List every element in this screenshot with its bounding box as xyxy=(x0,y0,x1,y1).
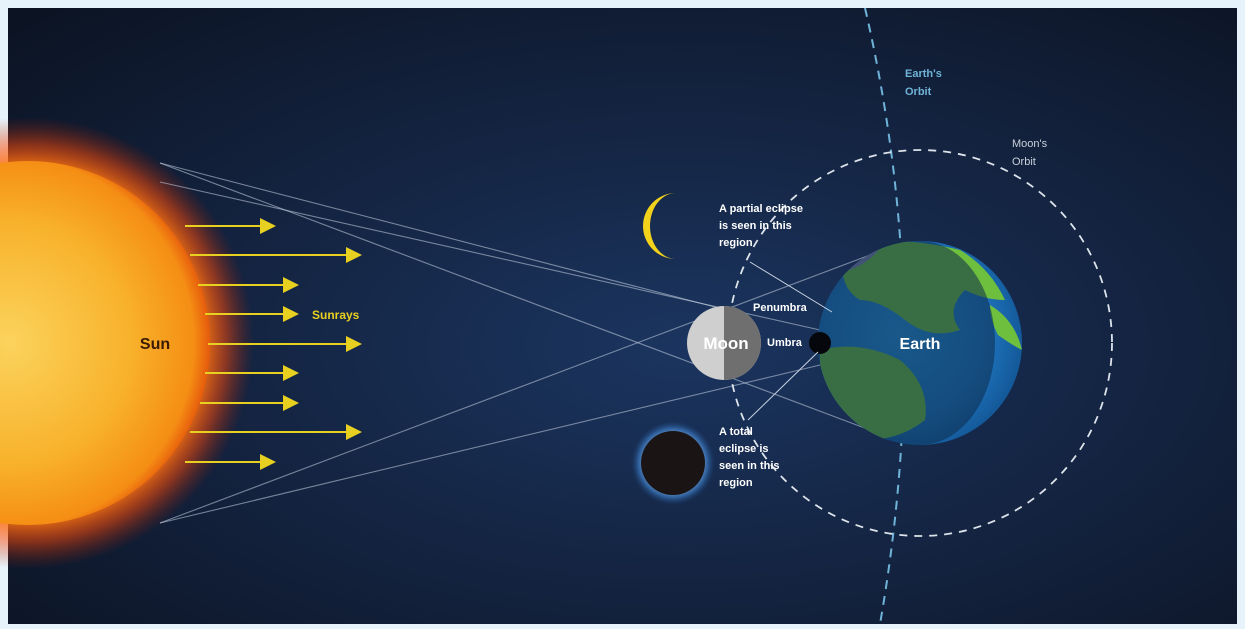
total-eclipse-line4: region xyxy=(719,477,753,489)
total-eclipse-line2: eclipse is xyxy=(719,443,769,455)
sun xyxy=(0,117,254,569)
partial-eclipse-line3: region xyxy=(719,237,753,249)
moons-orbit-label-line2: Orbit xyxy=(1012,156,1036,168)
sunrays-label: Sunrays xyxy=(312,308,360,322)
sun-disc xyxy=(0,161,210,525)
earths-orbit-label-line1: Earth's xyxy=(905,68,942,80)
penumbra-label: Penumbra xyxy=(753,302,808,314)
total-eclipse-line3: seen in this xyxy=(719,460,780,472)
earth-shadow xyxy=(818,241,995,445)
total-eclipse-pointer xyxy=(747,351,819,421)
umbra-spot xyxy=(809,332,831,354)
shadow-lines xyxy=(159,162,871,524)
penumbra-boundary-line xyxy=(159,181,821,331)
umbra-boundary-line xyxy=(159,254,871,524)
penumbra-boundary-line xyxy=(159,364,821,524)
penumbra-boundary-line xyxy=(159,162,716,308)
umbra-label: Umbra xyxy=(767,337,803,349)
partial-eclipse-line1: A partial eclipse xyxy=(719,203,803,215)
partial-eclipse-line2: is seen in this xyxy=(719,220,792,232)
crescent-moon-icon xyxy=(643,193,676,259)
sun-label: Sun xyxy=(140,336,170,353)
moons-orbit-label-line1: Moon's xyxy=(1012,138,1048,150)
umbra-boundary-line xyxy=(159,162,871,431)
earths-orbit-label-line2: Orbit xyxy=(905,86,932,98)
partial-eclipse-pointer xyxy=(749,261,833,313)
sunrays-arrows xyxy=(185,218,362,470)
solar-eclipse-icon xyxy=(629,419,717,507)
moon-label: Moon xyxy=(703,334,748,353)
total-eclipse-line1: A total xyxy=(719,426,753,438)
earth-label: Earth xyxy=(900,336,941,353)
earth xyxy=(818,241,1022,445)
moon xyxy=(687,306,761,380)
